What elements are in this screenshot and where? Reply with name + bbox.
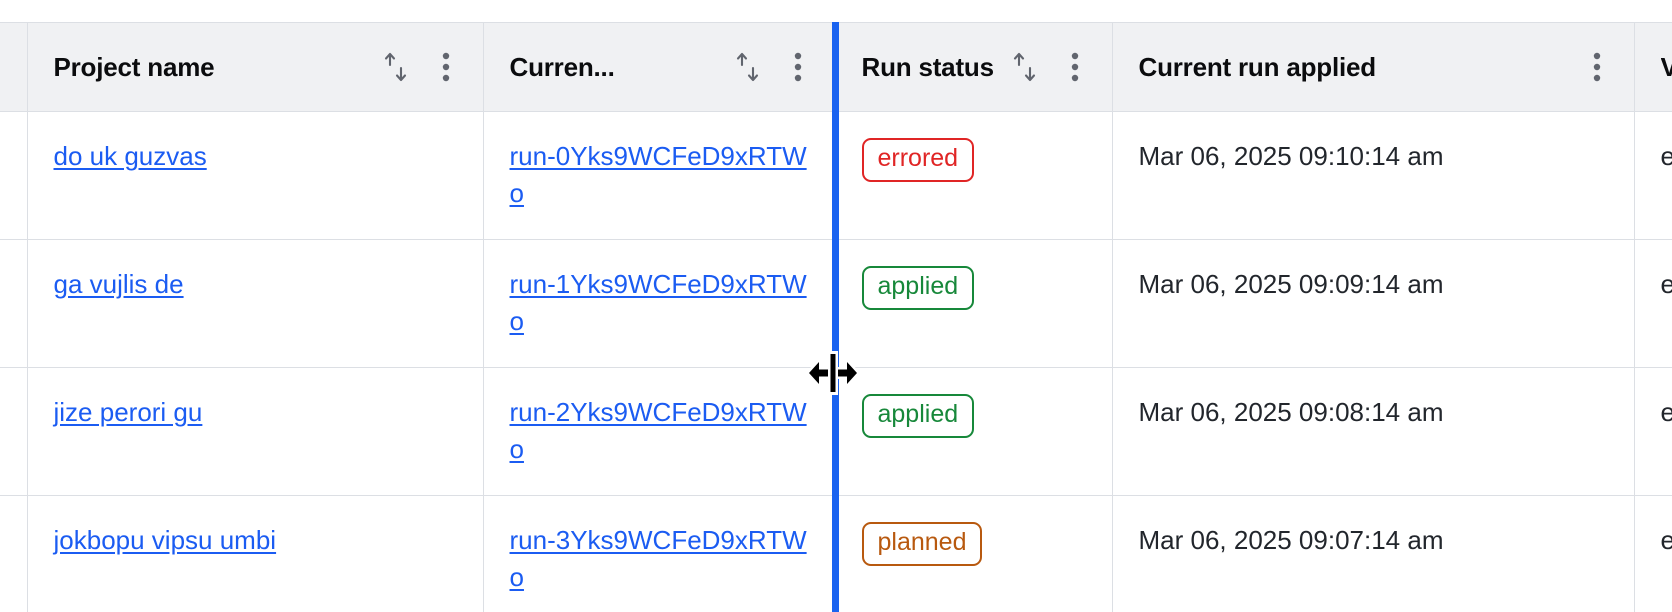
current-run-applied-text: Mar 06, 2025 09:09:14 am bbox=[1138, 269, 1444, 299]
top-gutter bbox=[0, 0, 1672, 22]
status-badge: applied bbox=[861, 394, 975, 438]
cell-current-run: run-2Yks9WCFeD9xRTWo bbox=[483, 367, 836, 496]
cell-project-name: do uk guzvas bbox=[27, 111, 484, 240]
table-scroll-container[interactable]: Project name bbox=[0, 22, 1672, 612]
column-resize-divider[interactable] bbox=[832, 22, 839, 612]
kebab-menu-icon-current-run[interactable] bbox=[783, 45, 813, 89]
table-row[interactable]: jokbopu vipsu umbi run-3Yks9WCFeD9xRTWo … bbox=[0, 495, 1672, 612]
current-run-applied-text: Mar 06, 2025 09:08:14 am bbox=[1138, 397, 1444, 427]
last-partial-text: e bbox=[1660, 141, 1672, 171]
header-row: Project name bbox=[0, 22, 1672, 112]
current-run-link[interactable]: run-1Yks9WCFeD9xRTWo bbox=[509, 269, 807, 336]
cell-project-name: ga vujlis de bbox=[27, 239, 484, 368]
project-name-link[interactable]: jokbopu vipsu umbi bbox=[53, 525, 277, 555]
cell-project-name: jokbopu vipsu umbi bbox=[27, 495, 484, 612]
projects-table: Project name bbox=[0, 22, 1672, 612]
column-header-project-name-label: Project name bbox=[53, 51, 215, 82]
cell-project-name: jize perori gu bbox=[27, 367, 484, 496]
cell-last-partial: e bbox=[1634, 111, 1672, 240]
cell-current-run-applied: Mar 06, 2025 09:08:14 am bbox=[1112, 367, 1635, 496]
column-header-current-run-applied[interactable]: Current run applied bbox=[1112, 22, 1635, 112]
cell-current-run: run-1Yks9WCFeD9xRTWo bbox=[483, 239, 836, 368]
cell-last-partial: e bbox=[1634, 495, 1672, 612]
row-select-cell[interactable] bbox=[0, 111, 28, 240]
column-header-project-name[interactable]: Project name bbox=[27, 22, 484, 112]
column-header-current-run-label: Curren... bbox=[509, 51, 615, 82]
table-row[interactable]: ga vujlis de run-1Yks9WCFeD9xRTWo applie… bbox=[0, 239, 1672, 368]
kebab-menu-icon-project-name[interactable] bbox=[431, 45, 461, 89]
project-name-link[interactable]: ga vujlis de bbox=[53, 269, 184, 299]
kebab-menu-icon-run-status[interactable] bbox=[1060, 45, 1090, 89]
cell-last-partial: e bbox=[1634, 239, 1672, 368]
cell-current-run: run-3Yks9WCFeD9xRTWo bbox=[483, 495, 836, 612]
cell-run-status: applied bbox=[835, 367, 1113, 496]
table-body: do uk guzvas run-0Yks9WCFeD9xRTWo errore… bbox=[0, 111, 1672, 612]
sort-arrows-icon-run-status[interactable] bbox=[1008, 45, 1042, 89]
column-header-last-partial-label: V bbox=[1660, 51, 1672, 82]
current-run-link[interactable]: run-2Yks9WCFeD9xRTWo bbox=[509, 397, 807, 464]
column-header-current-run-applied-label: Current run applied bbox=[1138, 51, 1376, 82]
column-header-current-run[interactable]: Curren... bbox=[483, 22, 836, 112]
cell-last-partial: e bbox=[1634, 367, 1672, 496]
cell-run-status: applied bbox=[835, 239, 1113, 368]
project-name-link[interactable]: jize perori gu bbox=[53, 397, 203, 427]
last-partial-text: e bbox=[1660, 397, 1672, 427]
cell-current-run: run-0Yks9WCFeD9xRTWo bbox=[483, 111, 836, 240]
current-run-link[interactable]: run-3Yks9WCFeD9xRTWo bbox=[509, 525, 807, 592]
project-name-link[interactable]: do uk guzvas bbox=[53, 141, 207, 171]
row-select-cell[interactable] bbox=[0, 495, 28, 612]
kebab-menu-icon-current-run-applied[interactable] bbox=[1582, 45, 1612, 89]
table-header: Project name bbox=[0, 22, 1672, 112]
row-select-cell[interactable] bbox=[0, 367, 28, 496]
cell-run-status: planned bbox=[835, 495, 1113, 612]
cell-current-run-applied: Mar 06, 2025 09:09:14 am bbox=[1112, 239, 1635, 368]
last-partial-text: e bbox=[1660, 525, 1672, 555]
cell-current-run-applied: Mar 06, 2025 09:07:14 am bbox=[1112, 495, 1635, 612]
status-badge: applied bbox=[861, 266, 975, 310]
table-row[interactable]: do uk guzvas run-0Yks9WCFeD9xRTWo errore… bbox=[0, 111, 1672, 240]
current-run-applied-text: Mar 06, 2025 09:07:14 am bbox=[1138, 525, 1444, 555]
column-header-run-status[interactable]: Run status bbox=[835, 22, 1113, 112]
column-header-last-partial[interactable]: V bbox=[1634, 22, 1672, 112]
current-run-applied-text: Mar 06, 2025 09:10:14 am bbox=[1138, 141, 1444, 171]
column-header-select[interactable] bbox=[0, 22, 28, 112]
column-header-run-status-label: Run status bbox=[861, 51, 994, 82]
row-select-cell[interactable] bbox=[0, 239, 28, 368]
sort-arrows-icon-current-run[interactable] bbox=[731, 45, 765, 89]
status-badge: errored bbox=[861, 138, 975, 182]
cell-current-run-applied: Mar 06, 2025 09:10:14 am bbox=[1112, 111, 1635, 240]
sort-arrows-icon-project-name[interactable] bbox=[379, 45, 413, 89]
last-partial-text: e bbox=[1660, 269, 1672, 299]
current-run-link[interactable]: run-0Yks9WCFeD9xRTWo bbox=[509, 141, 807, 208]
cell-run-status: errored bbox=[835, 111, 1113, 240]
status-badge: planned bbox=[861, 522, 983, 566]
table-row[interactable]: jize perori gu run-2Yks9WCFeD9xRTWo appl… bbox=[0, 367, 1672, 496]
